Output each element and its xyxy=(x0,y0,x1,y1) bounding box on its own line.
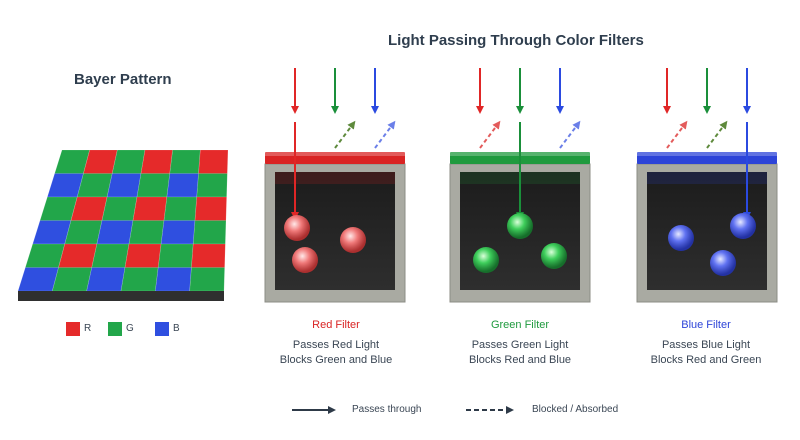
diagram-title: Light Passing Through Color Filters xyxy=(388,32,644,49)
bayer-cell xyxy=(32,220,72,245)
red-filter-panel xyxy=(264,68,406,303)
red-blocked-arrow xyxy=(666,120,688,149)
blue-photon-dot xyxy=(730,213,756,239)
green-blocked-arrow xyxy=(334,120,356,149)
bayer-cell xyxy=(101,196,138,221)
blue-filter-line-1: Passes Blue Light xyxy=(661,339,751,351)
green-filter-line-2: Blocks Red and Blue xyxy=(468,354,572,366)
blue-photon-dot xyxy=(710,250,736,276)
bayer-cell xyxy=(58,243,98,268)
bayer-cell xyxy=(83,149,118,174)
bayer-cell xyxy=(136,173,171,198)
bayer-cell xyxy=(160,220,196,245)
green-filter-panel xyxy=(449,68,591,303)
blue-filter-bar xyxy=(637,152,777,164)
red-filter-name: Red Filter xyxy=(312,319,360,331)
bayer-cell xyxy=(196,173,228,198)
bayer-cell xyxy=(192,220,227,245)
bayer-grid-base xyxy=(18,291,224,301)
bayer-cell xyxy=(76,173,113,198)
bayer-cell xyxy=(120,267,159,292)
legend-label-r: R xyxy=(84,323,92,334)
bayer-cell xyxy=(166,173,199,198)
bayer-cell xyxy=(154,267,192,292)
red-photon-dot xyxy=(284,215,310,241)
red-filter-line-1: Passes Red Light xyxy=(292,339,380,351)
green-blocked-arrow xyxy=(706,120,728,149)
blue-blocked-arrow xyxy=(374,120,396,149)
bayer-cell xyxy=(157,243,194,268)
blue-filter-tint xyxy=(647,172,767,184)
red-filter-tint xyxy=(275,172,395,184)
filter-panels xyxy=(264,68,778,303)
bayer-cell xyxy=(194,196,227,221)
bayer-cell xyxy=(128,220,165,245)
blue-filter-line-2: Blocks Red and Green xyxy=(650,354,762,366)
bayer-cell xyxy=(132,196,168,221)
bayer-cell xyxy=(64,220,103,245)
bayer-cell xyxy=(51,267,93,292)
bayer-cell xyxy=(86,267,126,292)
bayer-cell xyxy=(91,243,130,268)
blue-filter-name: Blue Filter xyxy=(681,319,731,331)
legend-label-b: B xyxy=(173,323,180,334)
legend-swatch-green xyxy=(108,322,122,336)
green-filter-name: Green Filter xyxy=(490,319,550,331)
legend-swatch-blue xyxy=(155,322,169,336)
legend-label-g: G xyxy=(126,323,134,334)
blue-photon-dot xyxy=(668,225,694,251)
bayer-cell xyxy=(70,196,108,221)
bayer-cell xyxy=(140,149,174,174)
bayer-cell xyxy=(198,149,229,174)
blue-filter-shine xyxy=(637,152,777,156)
bayer-cell xyxy=(191,243,226,268)
bayer-title: Bayer Pattern xyxy=(74,71,172,88)
red-blocked-arrow xyxy=(479,120,501,149)
bayer-cell xyxy=(111,149,146,174)
bayer-cell xyxy=(163,196,198,221)
green-photon-dot xyxy=(541,243,567,269)
green-photon-dot xyxy=(473,247,499,273)
red-filter-bar xyxy=(265,152,405,164)
green-filter-line-1: Passes Green Light xyxy=(471,339,569,351)
bayer-cell xyxy=(24,243,66,268)
bayer-cell xyxy=(96,220,134,245)
legend-blocked-label: Blocked / Absorbed xyxy=(532,404,619,415)
legend-passes-label: Passes through xyxy=(352,404,422,415)
blue-filter-panel xyxy=(636,68,778,303)
bayer-cell xyxy=(17,267,59,292)
legend-swatch-red xyxy=(66,322,80,336)
red-photon-dot xyxy=(340,227,366,253)
bayer-cell xyxy=(189,267,225,292)
bayer-cell xyxy=(169,149,201,174)
bayer-cell xyxy=(106,173,142,198)
bayer-pattern-grid xyxy=(17,149,229,292)
green-photon-dot xyxy=(507,213,533,239)
red-filter-line-2: Blocks Green and Blue xyxy=(279,354,393,366)
red-photon-dot xyxy=(292,247,318,273)
blue-blocked-arrow xyxy=(559,120,581,149)
red-filter-shine xyxy=(265,152,405,156)
bayer-cell xyxy=(124,243,162,268)
